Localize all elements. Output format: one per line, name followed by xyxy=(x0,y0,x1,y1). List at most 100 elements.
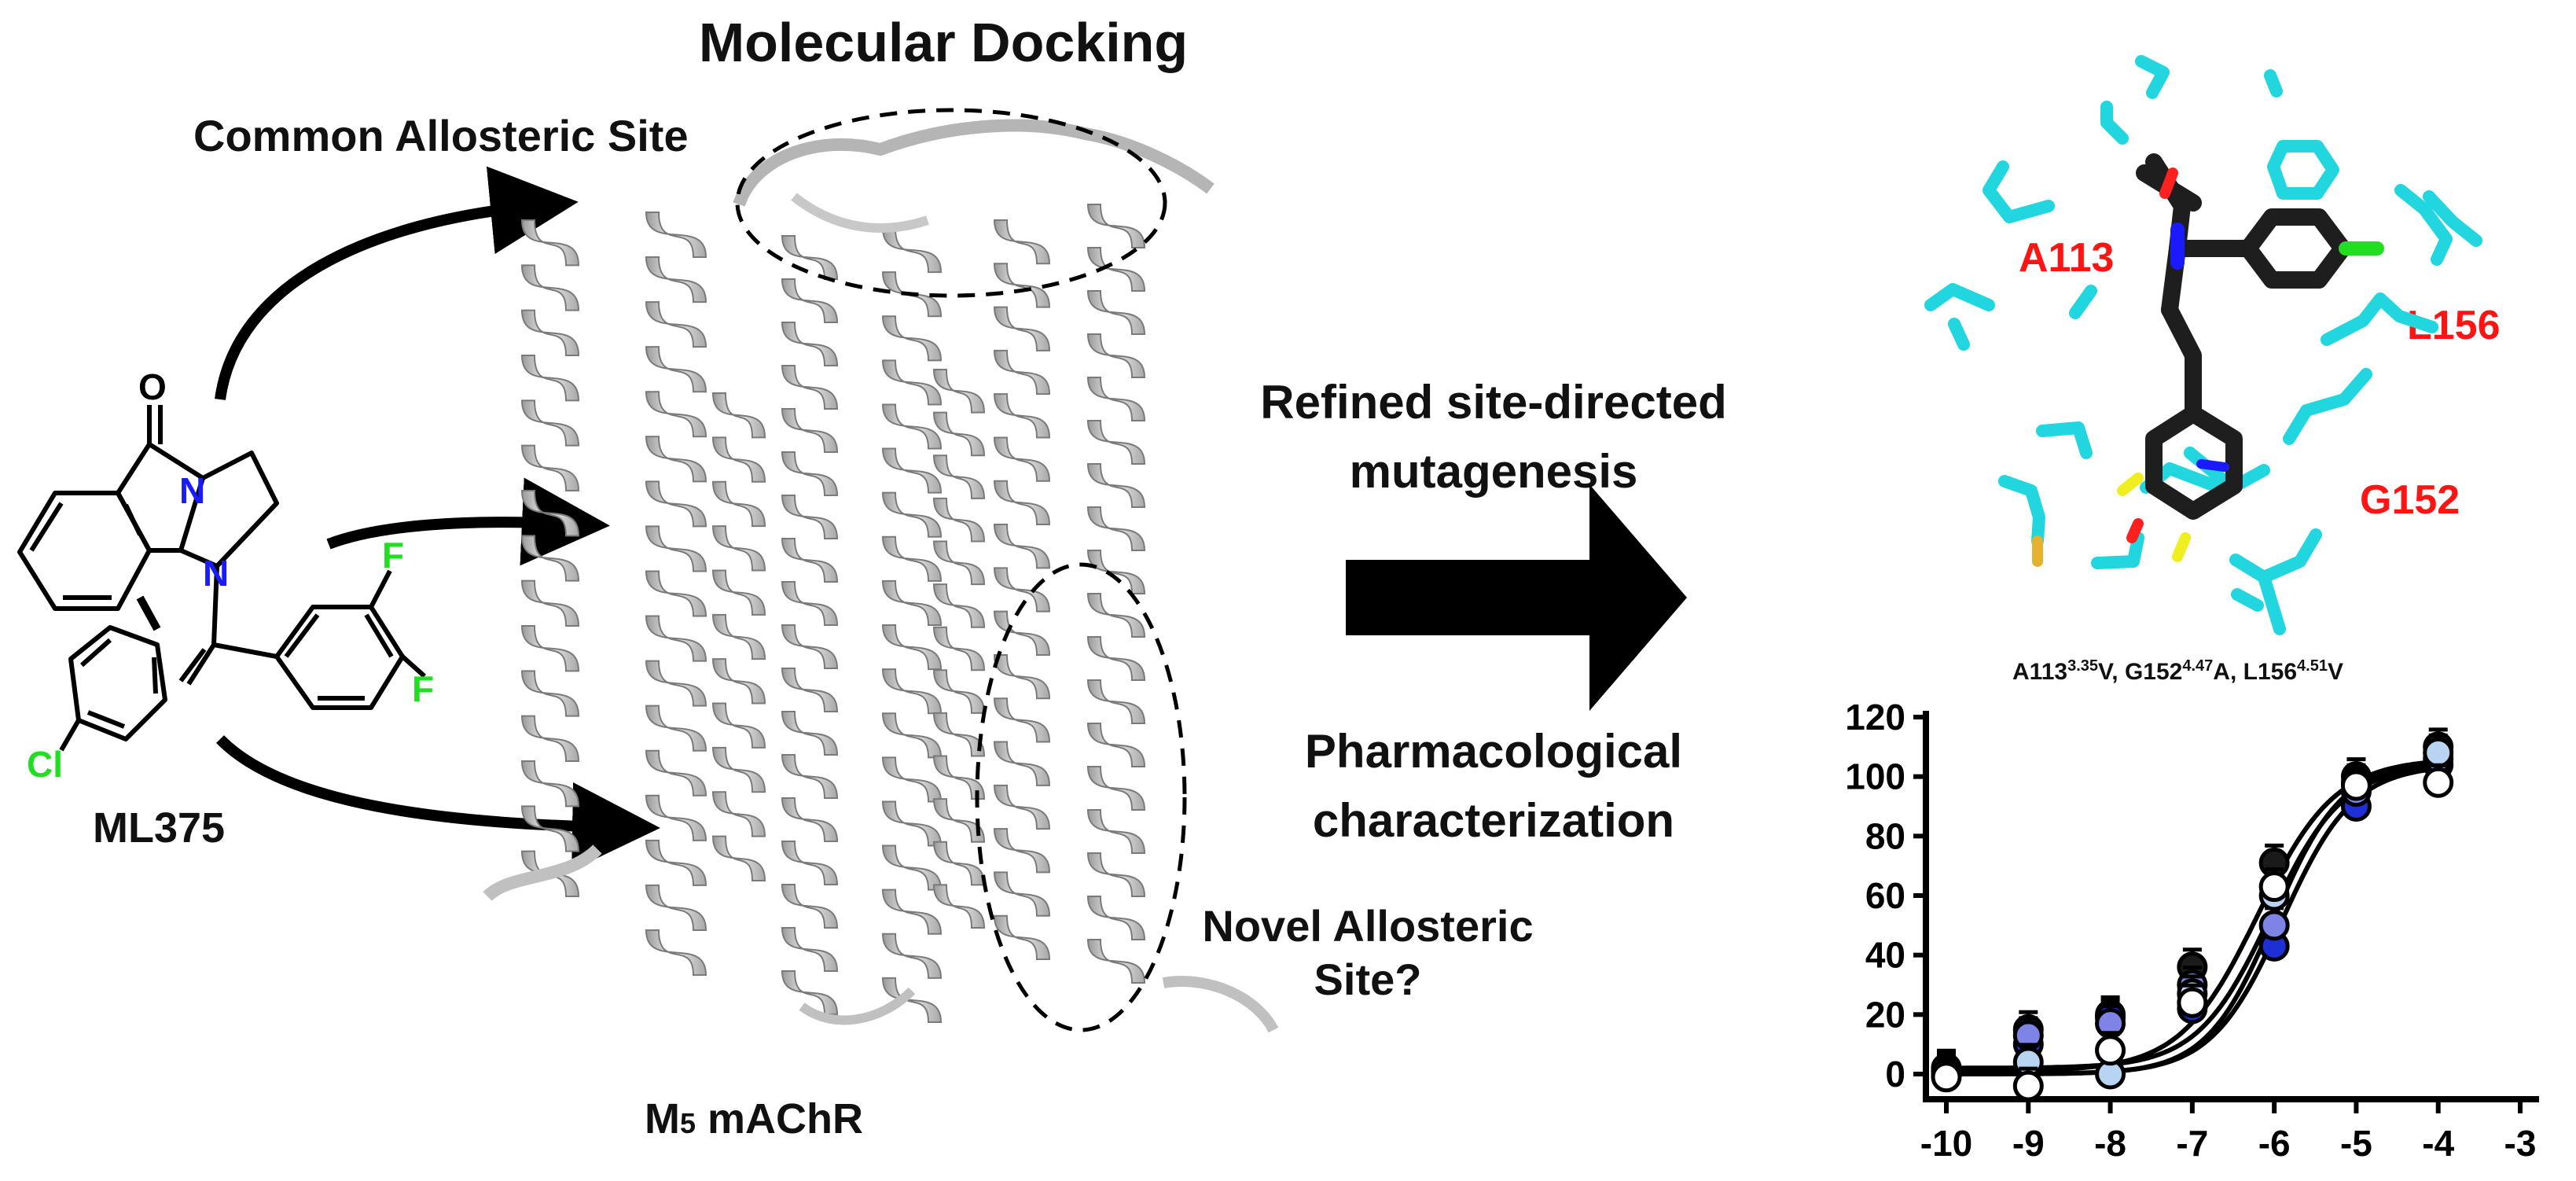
atom-n2: N xyxy=(203,553,229,594)
mut3: L156 xyxy=(2243,659,2298,685)
novel-site-ellipse xyxy=(975,562,1187,1032)
helix-turn xyxy=(520,535,580,582)
helix-turn xyxy=(993,653,1051,700)
helix-turn xyxy=(881,359,943,406)
helix-turn xyxy=(881,933,943,979)
receptor-sub: 5 xyxy=(679,1107,696,1139)
helix-turn xyxy=(881,447,943,494)
arrow-to-common-site xyxy=(215,166,579,400)
helix-turn xyxy=(1086,852,1146,897)
helix-turn xyxy=(645,391,707,438)
helix-turn xyxy=(781,235,839,280)
receptor-suffix: mAChR xyxy=(696,1095,864,1142)
x-tick-label: -3 xyxy=(2504,1123,2537,1164)
helix-turn xyxy=(520,355,580,402)
mut2-end: A, xyxy=(2213,659,2243,685)
y-tick-label: 20 xyxy=(1865,994,1905,1035)
helix-turn xyxy=(781,711,839,756)
x-tick-label: -7 xyxy=(2176,1123,2208,1164)
helix-turn xyxy=(881,977,943,1023)
helix-turn xyxy=(1086,593,1146,638)
refined-line1: Refined site-directed xyxy=(1260,376,1727,429)
helix-turn xyxy=(932,454,986,499)
helix-turn xyxy=(993,263,1051,308)
helix-turn xyxy=(520,670,580,717)
helix-turn xyxy=(781,841,839,885)
helix-turn xyxy=(1086,204,1146,248)
helix-turn xyxy=(881,227,943,274)
helix-turn xyxy=(993,567,1051,613)
data-point xyxy=(2340,770,2372,801)
helix-turn xyxy=(711,835,766,881)
helix-turn xyxy=(993,524,1051,569)
helix-turn xyxy=(781,797,839,842)
x-tick-label: -5 xyxy=(2340,1123,2372,1164)
helix-turn xyxy=(881,271,943,318)
data-point xyxy=(2012,1070,2044,1102)
helix-2 xyxy=(645,212,707,976)
helix-turn xyxy=(993,306,1051,351)
y-tick-label: 100 xyxy=(1845,756,1905,797)
helix-turn xyxy=(993,741,1051,786)
mut3-sup: 4.51 xyxy=(2297,657,2328,675)
common-site-ellipse xyxy=(735,108,1167,298)
helix-turn xyxy=(711,392,766,439)
mut1: A113 xyxy=(2012,659,2068,685)
helix-turn xyxy=(781,278,839,323)
y-tick-label: 40 xyxy=(1865,935,1905,976)
ml375-structure xyxy=(17,405,426,752)
helix-7 xyxy=(711,392,766,881)
helix-turn xyxy=(1086,766,1146,811)
mutation-list: A1133.35V, G1524.47A, L1564.51V xyxy=(2012,657,2343,686)
helix-turn xyxy=(932,369,986,414)
helix-turn xyxy=(781,754,839,799)
helix-turn xyxy=(993,828,1051,874)
helix-turn xyxy=(645,212,707,259)
helix-turn xyxy=(881,491,943,538)
novel-line2: Site? xyxy=(1314,955,1422,1004)
mut2-sup: 4.47 xyxy=(2182,657,2214,675)
atom-n1: N xyxy=(179,470,205,511)
helix-turn xyxy=(881,403,943,450)
helix-turn xyxy=(781,451,839,496)
helix-turn xyxy=(932,540,986,586)
process-arrow xyxy=(1346,484,1687,711)
helix-turn xyxy=(645,794,707,841)
residue-label-g152: G152 xyxy=(2360,477,2460,523)
compound-label: ML375 xyxy=(93,804,226,852)
helix-turn xyxy=(520,490,580,537)
helix-turn xyxy=(645,839,707,886)
arrow-to-lower-receptor xyxy=(215,735,660,870)
helix-turn xyxy=(1086,809,1146,854)
helix-turn xyxy=(932,626,986,671)
helix-turn xyxy=(520,264,580,311)
x-tick-label: -9 xyxy=(2012,1123,2045,1164)
helix-turn xyxy=(932,411,986,457)
common-allosteric-site-label: Common Allosteric Site xyxy=(193,111,689,160)
x-tick-label: -8 xyxy=(2094,1123,2126,1164)
mut2: G152 xyxy=(2124,659,2183,685)
data-point xyxy=(2258,910,2290,941)
helix-turn xyxy=(932,712,986,757)
pharmacological-label: Pharmacological characterization xyxy=(1163,717,1824,855)
helix-turn xyxy=(520,309,580,356)
helix-turn xyxy=(1086,896,1146,940)
helix-turn xyxy=(645,929,707,976)
helix-turn xyxy=(1086,420,1146,465)
docking-pose xyxy=(1924,55,2482,635)
mut1-end: V, xyxy=(2098,659,2125,685)
helix-turn xyxy=(881,889,943,935)
helix-turn xyxy=(1086,463,1146,508)
novel-line1: Novel Allosteric xyxy=(1202,901,1534,951)
arrow-to-receptor-middle xyxy=(326,477,610,566)
helix-turn xyxy=(881,535,943,582)
helix-turn xyxy=(645,749,707,797)
data-point xyxy=(2177,987,2208,1018)
helix-turn xyxy=(520,579,580,627)
data-point xyxy=(2258,871,2290,903)
helix-turn xyxy=(932,583,986,628)
helix-turn xyxy=(881,315,943,362)
helix-turn xyxy=(881,668,943,715)
helix-turn xyxy=(781,970,839,1015)
